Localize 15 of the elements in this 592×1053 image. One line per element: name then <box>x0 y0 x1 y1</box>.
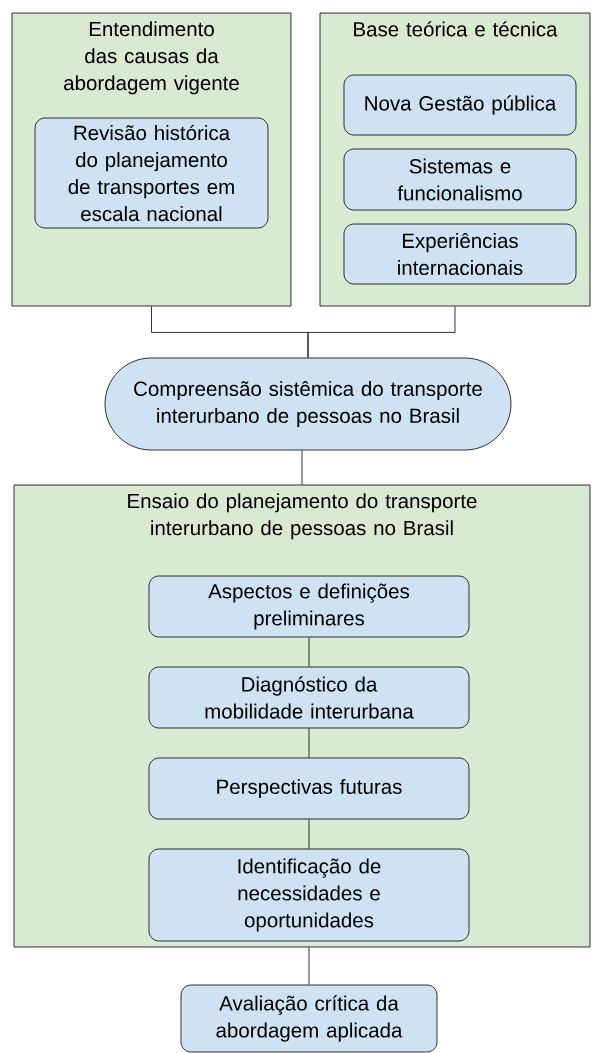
connector-line <box>308 728 310 758</box>
process-box: Avaliação crítica da abordagem aplicada <box>180 984 438 1053</box>
process-box: Diagnóstico da mobilidade interurbana <box>148 666 470 729</box>
connector-line <box>308 947 310 985</box>
connector-line <box>307 306 456 358</box>
process-box: Nova Gestão pública <box>343 74 577 136</box>
process-box: Aspectos e definições preliminares <box>148 575 470 638</box>
connector-line <box>308 637 310 667</box>
process-box: Identificação de necessidades e oportunidades <box>148 848 470 942</box>
connector-line <box>301 450 303 485</box>
connector-line <box>308 819 310 849</box>
process-box: Sistemas e funcionalismo <box>343 148 577 211</box>
process-box: Experiências internacionais <box>343 223 577 285</box>
process-box: Revisão histórica do planejamento de transportes em escala nacional <box>34 117 269 229</box>
process-box: Perspectivas futuras <box>148 757 470 820</box>
